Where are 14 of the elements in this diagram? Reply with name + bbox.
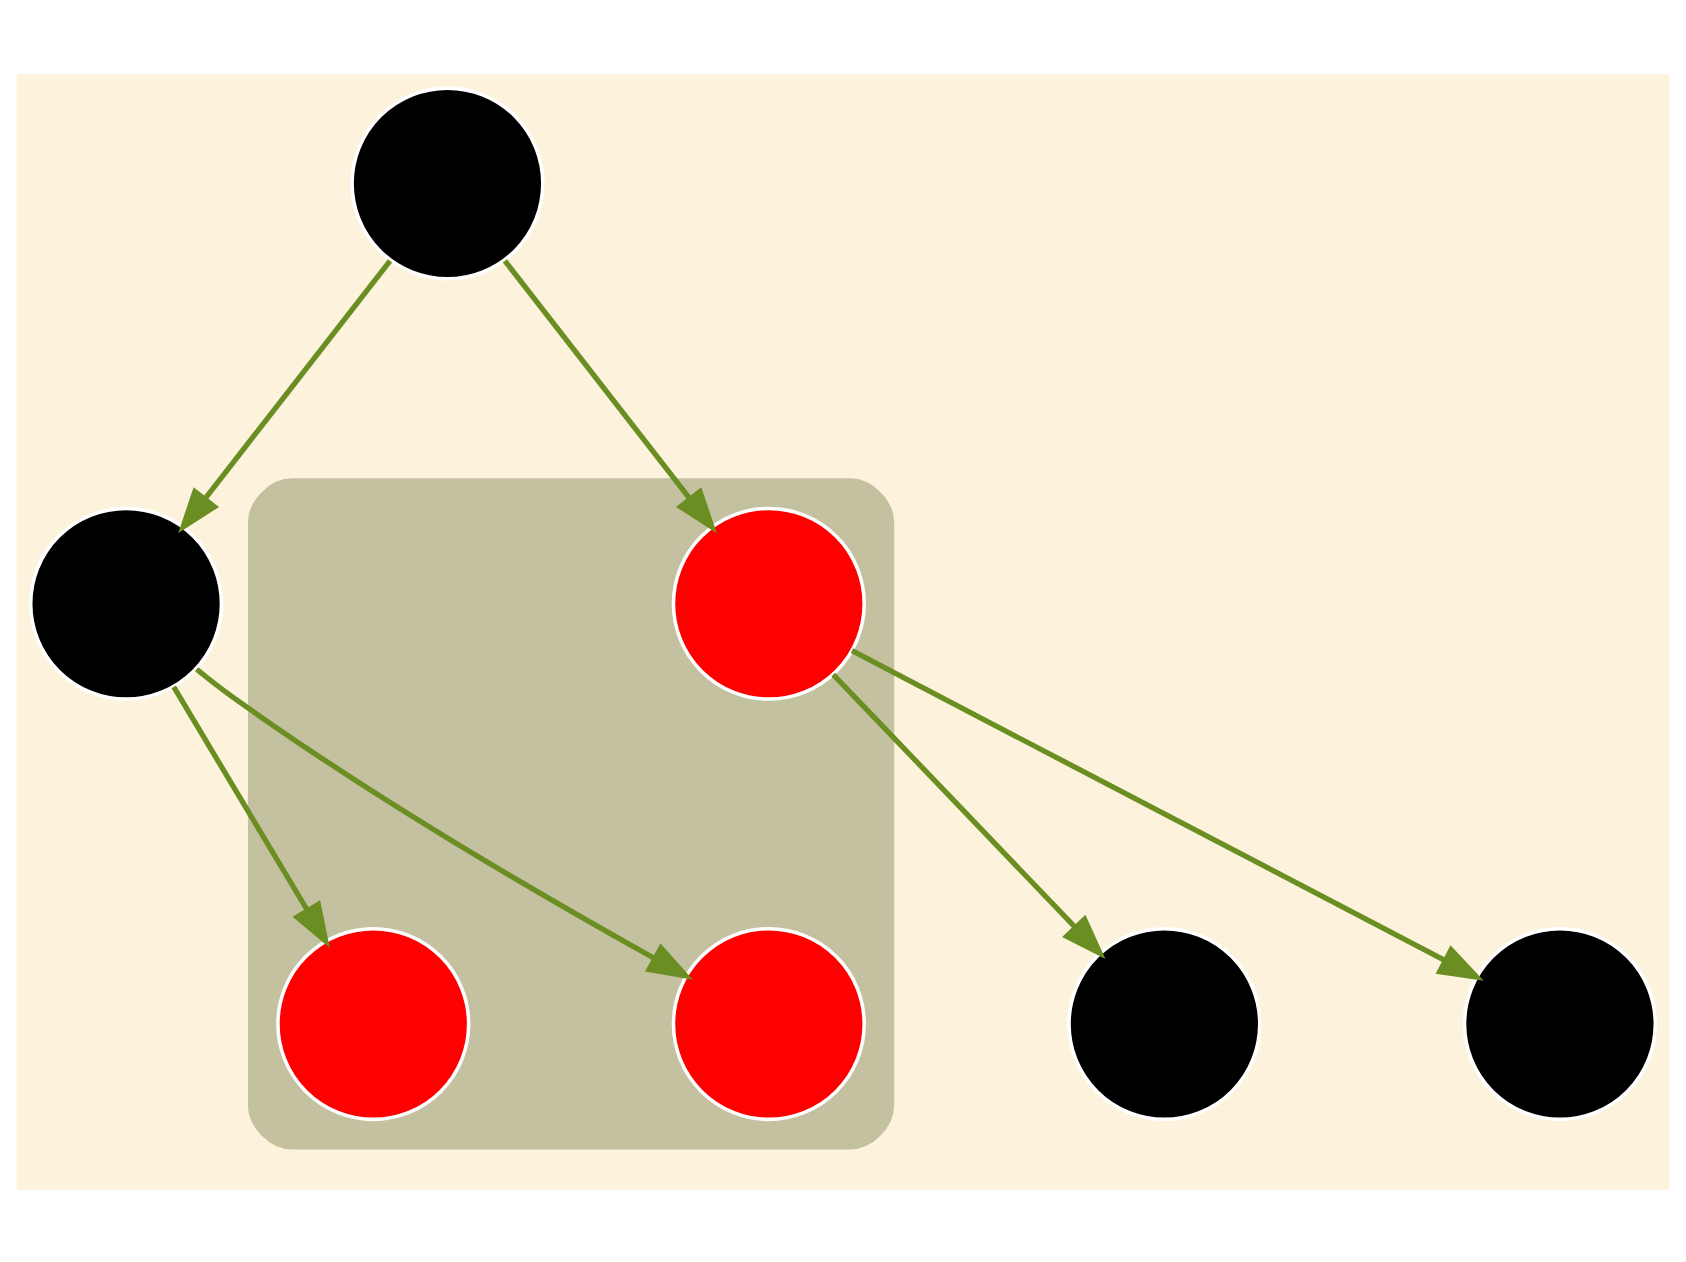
- cluster: [247, 477, 895, 1149]
- node-circle: [671, 925, 866, 1121]
- node-circle: [276, 925, 471, 1121]
- node-circle: [350, 85, 545, 280]
- node-circle: [1067, 925, 1262, 1121]
- arrow: [194, 666, 693, 979]
- node-circle: [28, 505, 224, 700]
- arrow: [831, 671, 1106, 958]
- node-circle: [1462, 925, 1658, 1121]
- arrow: [850, 647, 1484, 980]
- arrow: [178, 258, 393, 533]
- node-circle: [671, 505, 866, 700]
- arrow: [171, 684, 330, 947]
- arrow: [502, 258, 717, 533]
